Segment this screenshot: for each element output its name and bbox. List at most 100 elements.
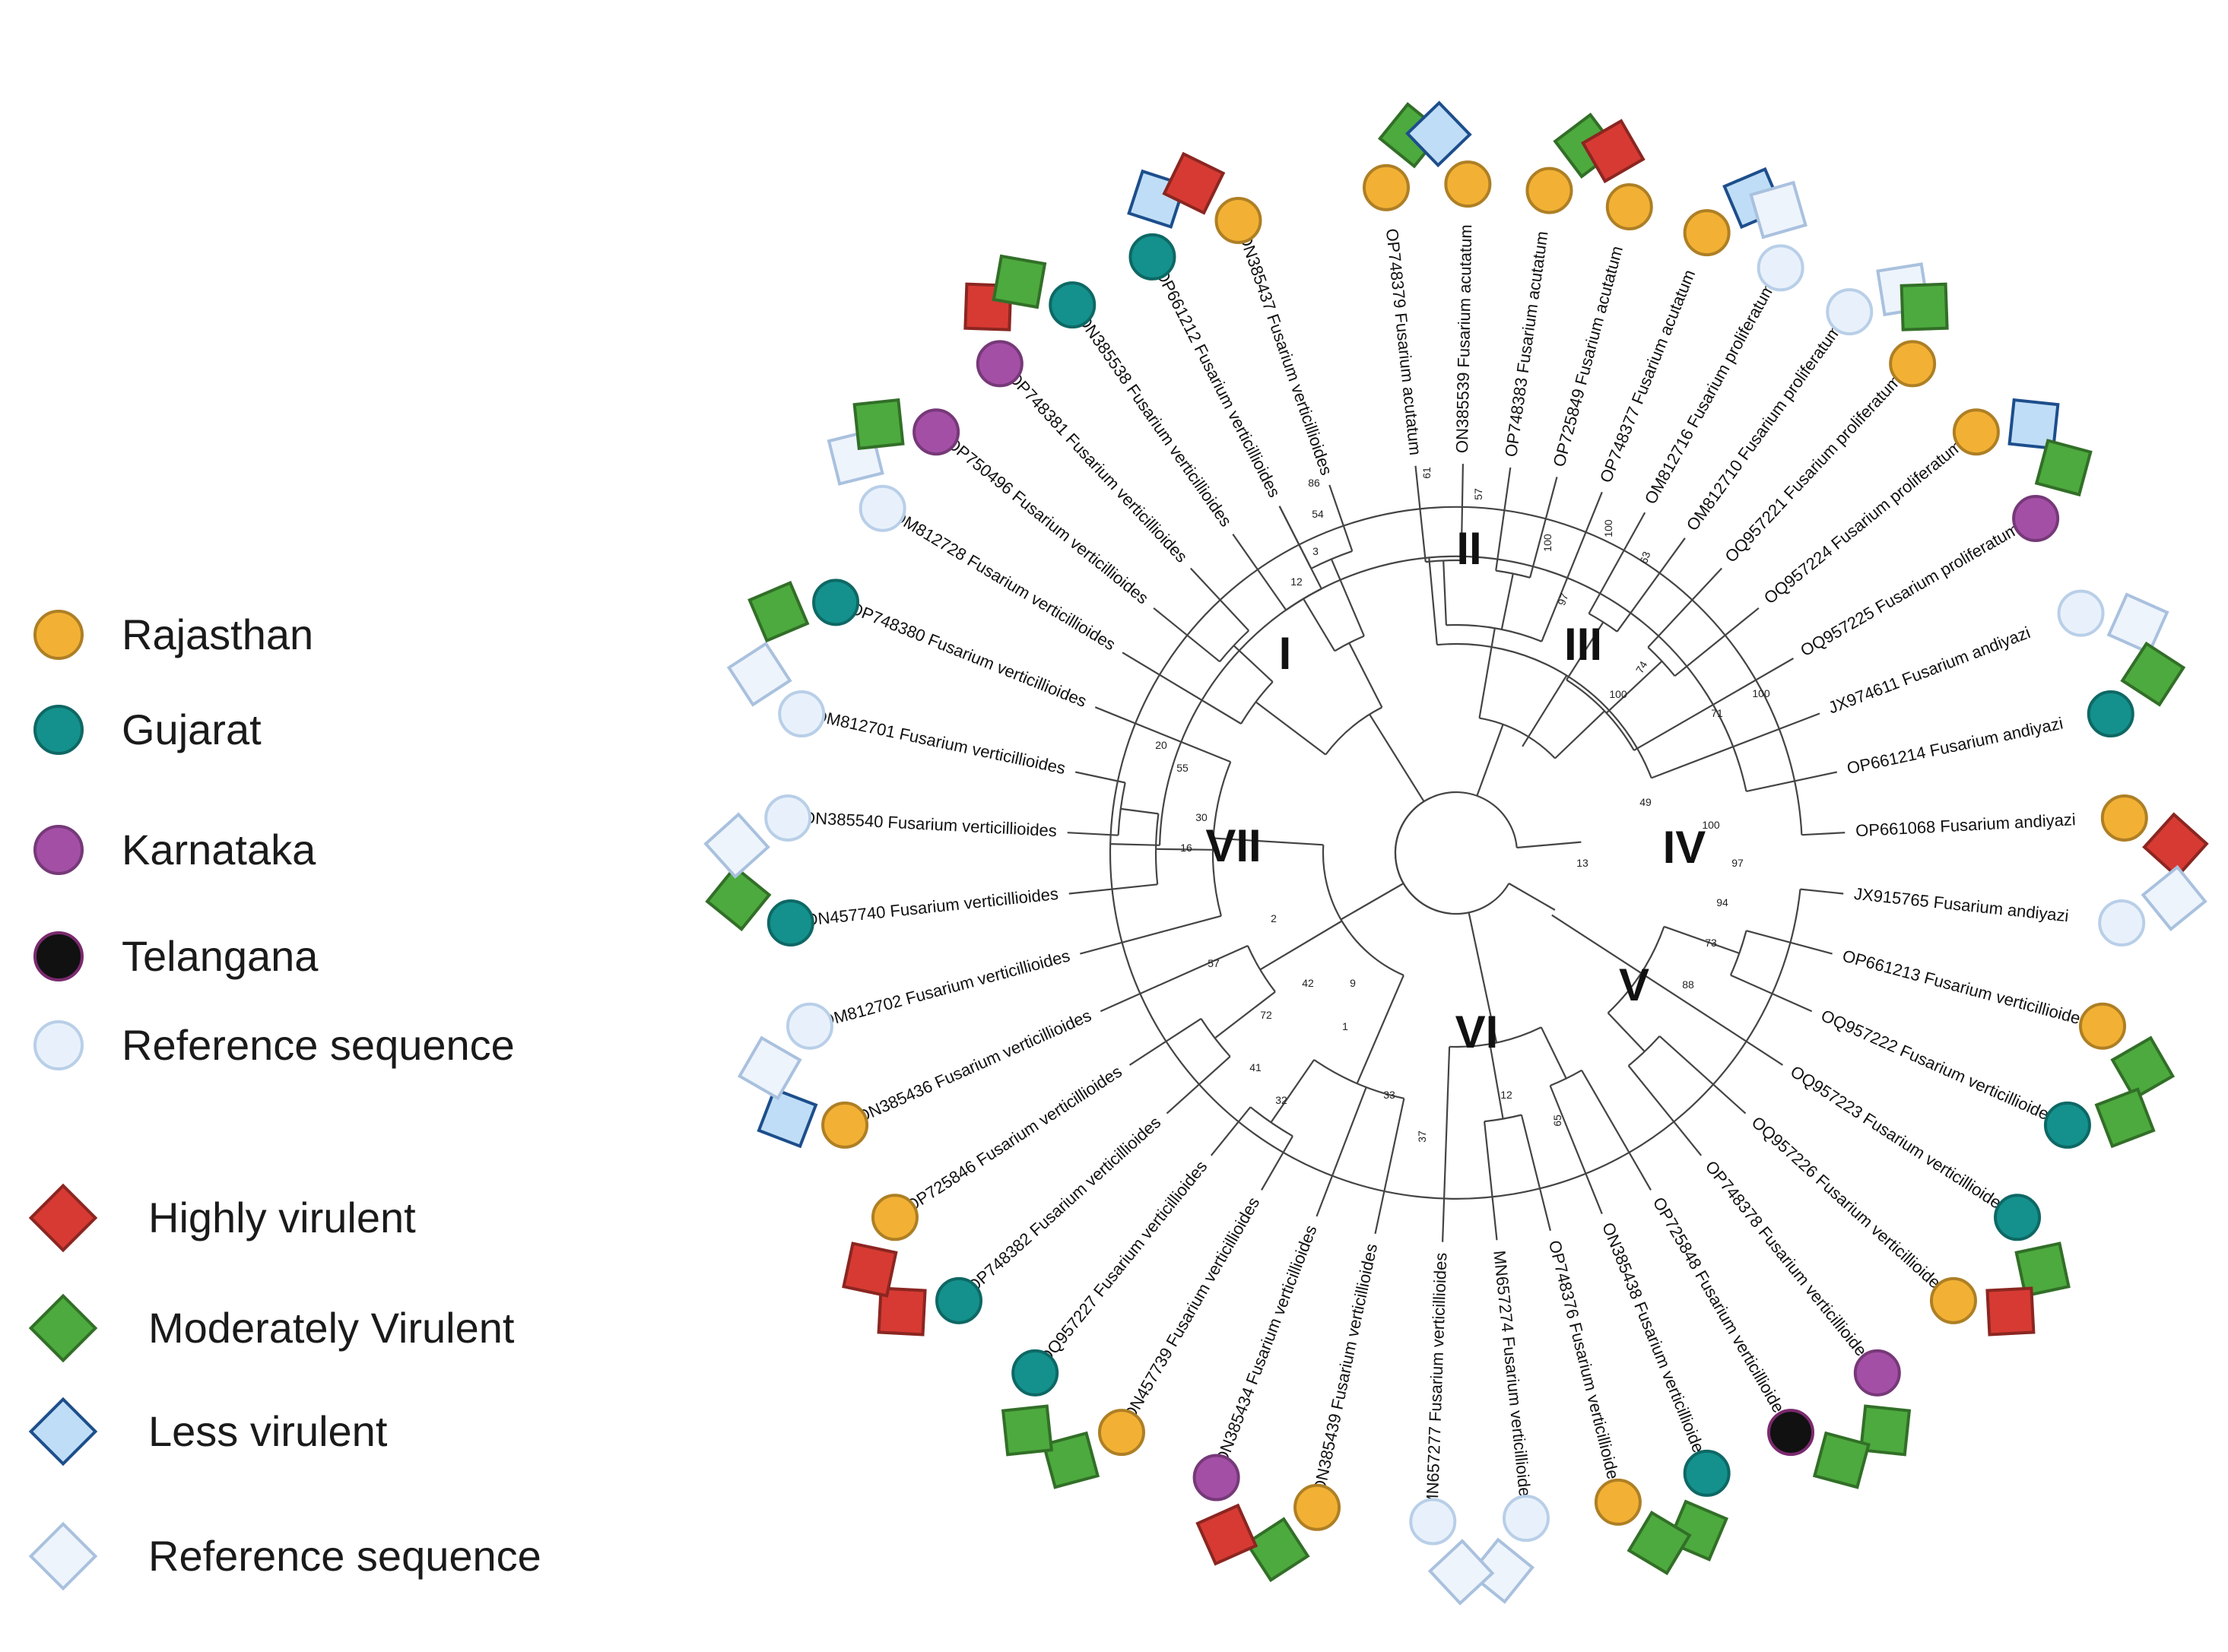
leaf-virulence-diamond-icon: [1812, 1431, 1871, 1489]
legend: RajasthanGujaratKarnatakaTelanganaRefere…: [28, 610, 541, 1591]
tree-branch: [1067, 832, 1119, 836]
tree-branch: [1074, 771, 1125, 784]
leaf-region-circle-icon: [1767, 1409, 1814, 1457]
tree-branch: [1213, 837, 1324, 846]
tree-branch: [1261, 1135, 1293, 1191]
leaf-region-circle-icon: [912, 408, 960, 456]
tree-branch: [1159, 555, 1747, 845]
bootstrap-value: 74: [1633, 659, 1650, 676]
tree-branch: [1303, 598, 1336, 652]
legend-label-gujarat: Gujarat: [122, 706, 262, 753]
leaf-region-circle-icon: [1444, 160, 1492, 208]
tree-branch: [1800, 888, 1844, 895]
tree-branch: [1550, 1069, 1582, 1087]
leaf-virulence-diamond-icon: [705, 864, 772, 932]
tree-branch: [1674, 607, 1760, 677]
leaf-symbols: [703, 100, 2209, 1606]
tree-branch: [1566, 621, 1604, 680]
leaf-region-circle-icon: [2100, 794, 2148, 842]
leaf-label: OM812716 Fusarium proliferatum: [1641, 279, 1779, 507]
tree-branch: [1746, 930, 1833, 955]
tree-branch: [1554, 710, 1605, 759]
leaf-region-circle-icon: [786, 1002, 833, 1050]
bootstrap-value: 94: [1716, 896, 1728, 908]
tree-branch: [1316, 1086, 1367, 1217]
tree-branch: [1616, 537, 1686, 633]
leaf-virulence-diamond-icon: [2034, 439, 2093, 497]
tree-branch: [1233, 645, 1274, 683]
leaf-region-circle-icon: [812, 579, 860, 626]
leaf-virulence-diamond-icon: [2094, 1087, 2156, 1149]
leaf-region-circle-icon: [976, 340, 1024, 388]
bootstrap-value: 16: [1180, 842, 1192, 854]
legend-rajasthan-circle-icon: [33, 610, 84, 660]
leaf-region-circle-icon: [2012, 495, 2060, 542]
leaf-virulence-diamond-icon: [1405, 100, 1472, 168]
tree-branch: [1500, 573, 1514, 630]
tree-branch: [1627, 1065, 1703, 1156]
tree-branch: [1449, 1026, 1542, 1048]
tree-branch: [1588, 512, 1646, 614]
leaf-label: OP750496 Fusarium verticillioides: [943, 433, 1152, 608]
tree-branch: [1605, 660, 1663, 714]
tree-branch: [1522, 674, 1568, 747]
tree-branch: [1110, 843, 1160, 846]
leaf-region-circle-icon: [1683, 1449, 1731, 1497]
leaf-label: OP661214 Fusarium andiyazi: [1846, 713, 2065, 778]
leaf-label: OP748383 Fusarium acutatum: [1501, 230, 1551, 458]
tree-branch: [1369, 714, 1425, 802]
tree-branch: [1664, 925, 1740, 954]
tree-branch: [1549, 1085, 1603, 1215]
leaf-region-circle-icon: [1128, 233, 1176, 281]
tree-branch: [1094, 706, 1231, 763]
leaf-virulence-diamond-icon: [1427, 1539, 1495, 1606]
tree-branch: [1211, 761, 1232, 917]
tree-branch: [1219, 629, 1249, 662]
leaf-virulence-diamond-icon: [2007, 398, 2060, 451]
leaf-region-circle-icon: [1011, 1349, 1059, 1397]
clade-label-iv: IV: [1663, 822, 1706, 873]
tree-branch: [1120, 807, 1159, 815]
leaf-label: OM812702 Fusarium verticillioides: [819, 946, 1071, 1030]
tree-branch: [1484, 1114, 1522, 1123]
leaf-virulence-diamond-icon: [852, 398, 905, 451]
tree-branch: [1581, 1070, 1652, 1191]
tree-branch: [1478, 628, 1496, 718]
tree-branch: [1551, 914, 1642, 974]
bootstrap-value: 57: [1208, 957, 1220, 969]
tree-branch: [1801, 832, 1846, 836]
leaf-region-circle-icon: [1363, 163, 1411, 211]
tree-branch: [1607, 926, 1665, 1014]
leaf-region-circle-icon: [1098, 1409, 1145, 1457]
tree-branch: [1476, 724, 1504, 797]
leaf-region-circle-icon: [1293, 1483, 1341, 1531]
leaf-virulence-diamond-icon: [877, 1286, 927, 1337]
bootstrap-value: 20: [1155, 739, 1167, 751]
bootstrap-value: 30: [1195, 811, 1208, 823]
bootstrap-value: 55: [1176, 762, 1189, 774]
tree-branch: [1516, 841, 1582, 849]
leaf-region-circle-icon: [1502, 1495, 1550, 1543]
bootstrap-value: 100: [1602, 519, 1614, 537]
clade-label-vii: VII: [1205, 820, 1261, 871]
tree-branch: [1647, 567, 1723, 648]
tree-branch: [1356, 975, 1404, 1084]
bootstrap-value: 54: [1312, 508, 1324, 520]
tree-branch: [1325, 706, 1382, 756]
legend-label-karnataka: Karnataka: [122, 826, 316, 874]
legend-label-telangana: Telangana: [122, 932, 319, 980]
leaf-virulence-diamond-icon: [992, 254, 1047, 309]
tree-branch: [1155, 848, 1214, 851]
bootstrap-value: 33: [1383, 1089, 1395, 1101]
tree-branch: [1529, 477, 1558, 579]
legend-label-rajasthan: Rajasthan: [122, 610, 313, 658]
leaf-label: OP748376 Fusarium verticillioides: [1545, 1238, 1625, 1489]
legend-gujarat-circle-icon: [33, 705, 84, 755]
leaf-region-circle-icon: [1192, 1454, 1240, 1501]
tree-branch: [1442, 1046, 1451, 1242]
tree-branch: [1474, 942, 1498, 1043]
legend-label-moderately: Moderately Virulent: [148, 1304, 515, 1352]
bootstrap-value: 32: [1275, 1094, 1287, 1106]
